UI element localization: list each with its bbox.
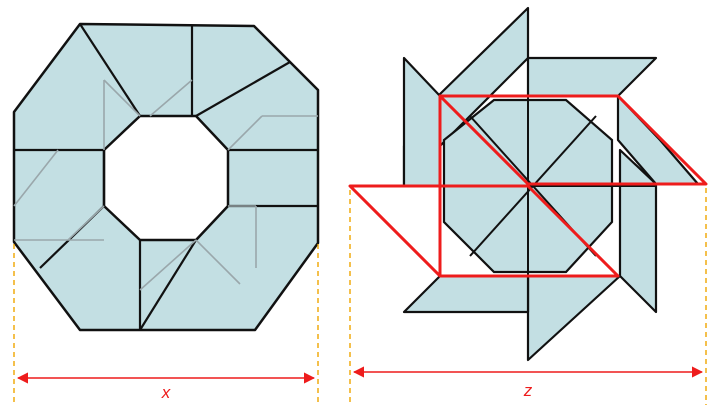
dimension-x-label: x	[161, 383, 171, 402]
blade-bottom	[526, 274, 622, 362]
blade-lower-left	[402, 274, 530, 314]
octagon-ring: x	[12, 22, 320, 405]
blade-lower-right	[618, 148, 658, 314]
ring-crease-lines	[13, 79, 318, 291]
red-rhombus-upper	[438, 94, 708, 186]
dimension-z-label: z	[523, 381, 533, 400]
dimension-z: z	[349, 188, 707, 405]
blade-upper-left	[402, 56, 442, 188]
red-rhombus-lower	[348, 184, 620, 278]
blade-top-right	[526, 56, 658, 98]
octagon-center-hole	[102, 114, 230, 242]
ring-unit-seams	[14, 23, 318, 331]
red-highlight	[348, 94, 708, 278]
dimension-x: x	[13, 244, 319, 405]
pinwheel-star: z	[348, 6, 708, 405]
